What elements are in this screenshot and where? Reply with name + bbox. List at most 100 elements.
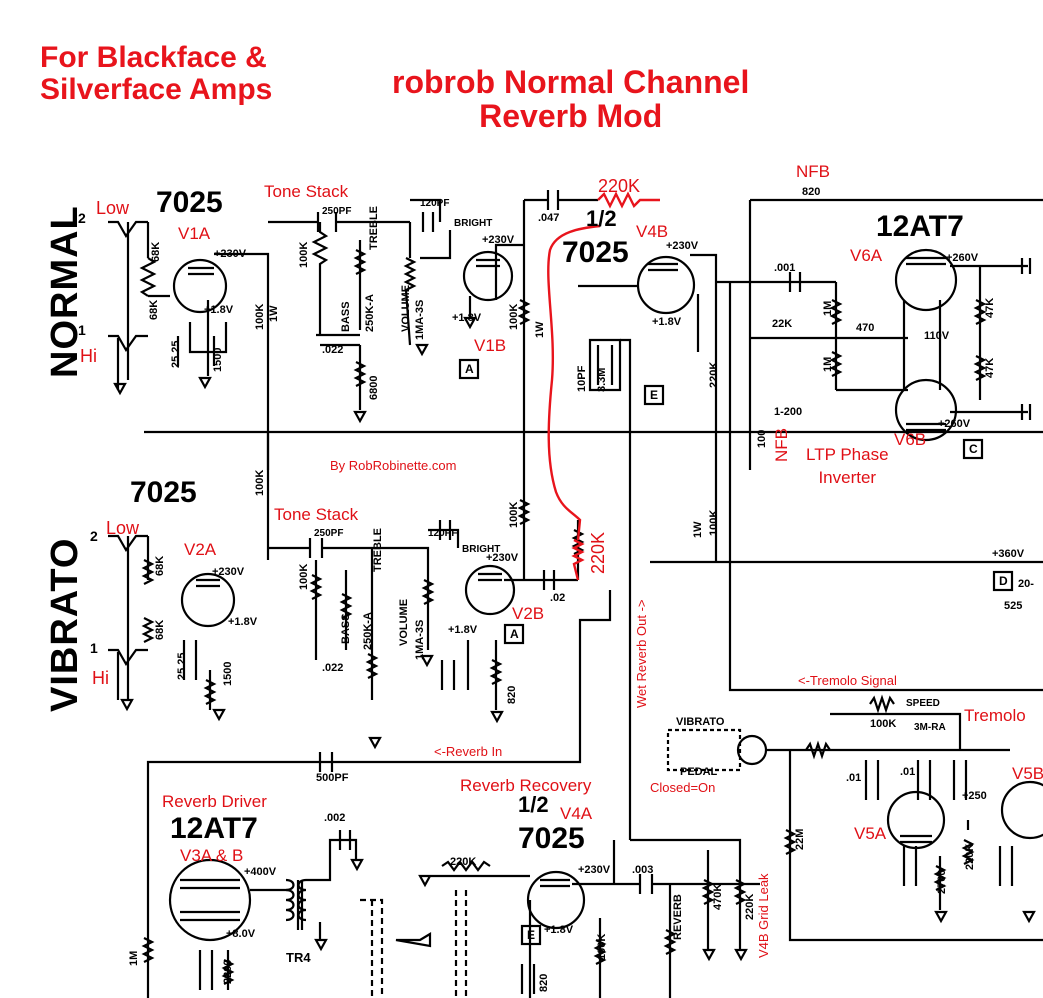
res-22m: 22M	[794, 828, 806, 850]
v3-cathode-voltage: +8.0V	[226, 928, 256, 940]
title-amps-line-2: Silverface Amps	[40, 72, 273, 106]
label-vibrato-pedal: VIBRATO	[676, 716, 725, 728]
pot-1ma-normal: 1MA-3S	[414, 299, 426, 340]
v2a-plate-voltage: +230V	[212, 566, 245, 578]
res-68k-n1: 68K	[150, 241, 162, 262]
label-ltp-line-2: Inverter	[818, 467, 877, 487]
v1a-cathode-voltage: +1.8V	[204, 304, 234, 316]
input-2-normal: 2	[78, 210, 86, 226]
rail-360v: +360V	[992, 548, 1025, 560]
label-tremolo: Tremolo	[964, 706, 1026, 725]
res-100k-trem: 100K	[870, 718, 897, 730]
res-820-v2b: 820	[506, 685, 518, 704]
res-22k: 22K	[772, 318, 793, 330]
res-820: 820	[802, 186, 821, 198]
label-v6b: V6B	[894, 430, 927, 449]
cap-022-vibrato: .022	[322, 662, 344, 674]
res-470: 470	[856, 322, 875, 334]
label-tone-stack-normal: Tone Stack	[264, 182, 349, 201]
res-1500-normal: 1500	[212, 347, 224, 372]
label-v4b: V4B	[636, 222, 669, 241]
pot-250k-normal: 250K-A	[364, 294, 376, 332]
label-speed-pot: 3M-RA	[914, 722, 946, 733]
res-1w-c: 1W	[692, 521, 704, 539]
label-v5b: V5B	[1012, 764, 1043, 783]
v6-cathode-voltage: 110V	[924, 330, 950, 342]
res-3-3m: 3.3M	[596, 367, 608, 392]
pot-treble-normal: TREBLE	[368, 206, 380, 250]
label-low-vibrato: Low	[106, 518, 140, 538]
channel-vibrato-label: VIBRATO	[44, 537, 86, 713]
label-wet-reverb-out: Wet Reverb Out ->	[634, 599, 649, 709]
label-ltp-line-1: LTP Phase	[806, 445, 889, 464]
res-100k-v1a: 100K	[254, 303, 266, 330]
label-ltp: LTP Phase Inverter	[806, 444, 889, 490]
label-low-normal: Low	[96, 198, 130, 218]
res-100k-v4a: 100K	[596, 933, 608, 960]
pot-reverb: REVERB	[672, 894, 684, 940]
title-mod: robrob Normal Channel Reverb Mod	[392, 65, 749, 134]
input-2-vibrato: 2	[90, 528, 98, 544]
cap-25-25-n: 25 25	[170, 340, 182, 368]
res-100k-tone-v: 100K	[298, 563, 310, 590]
cap-003: .003	[632, 864, 654, 876]
res-2200: 2200	[222, 959, 234, 984]
res-1w-a: 1W	[268, 305, 280, 323]
cap-002: .002	[324, 812, 346, 824]
res-47k-b: 47K	[984, 357, 996, 378]
v1a-plate-voltage: +230V	[214, 248, 247, 260]
res-820-v4a: 820	[538, 973, 550, 992]
tube-half-v4b: 1/2	[586, 206, 617, 231]
label-d-tail: 20-	[1018, 578, 1034, 590]
res-47k-a: 47K	[984, 297, 996, 318]
cap-02: .02	[550, 592, 566, 604]
label-closed-on: Closed=On	[650, 780, 716, 795]
pot-bass-normal: BASS	[340, 301, 352, 332]
cap-500pf: 500PF	[316, 772, 349, 784]
title-mod-line-2: Reverb Mod	[479, 97, 663, 134]
pot-1ma-vibrato: 1MA-3S	[414, 619, 426, 660]
res-nfb-range: 1-200	[774, 406, 803, 418]
v5-voltage: +250	[962, 790, 987, 802]
v2a-cathode-voltage: +1.8V	[228, 616, 258, 628]
title-amps-line-1: For Blackface &	[40, 41, 267, 74]
node-a-v1b: A	[465, 362, 474, 376]
tube-type-v2: 7025	[130, 476, 197, 509]
v6b-plate-voltage: +260V	[938, 418, 971, 430]
label-v2a: V2A	[184, 540, 217, 559]
v4a-plate-voltage: +230V	[578, 864, 611, 876]
res-220k-pi: 220K	[708, 361, 720, 388]
label-hi-vibrato: Hi	[92, 668, 109, 688]
v2b-cathode-voltage: +1.8V	[448, 624, 478, 636]
res-100k-mid: 100K	[254, 469, 266, 496]
label-tremolo-signal: <-Tremolo Signal	[798, 673, 897, 688]
node-d: D	[999, 574, 1008, 588]
res-100k-v2b: 100K	[508, 501, 520, 528]
cap-250pf-normal: 250PF	[322, 206, 352, 217]
res-68k-v2: 68K	[154, 619, 166, 640]
title-amps: For Blackface & Silverface Amps	[40, 42, 272, 105]
label-v2b: V2B	[512, 604, 545, 623]
label-pedal: PEDAL	[680, 766, 718, 778]
label-v3ab: V3A & B	[180, 846, 244, 865]
cap-120pf-normal: 120PF	[420, 198, 450, 209]
label-nfb-side: NFB	[772, 428, 791, 462]
node-a-v2b: A	[510, 627, 519, 641]
label-reverb-driver: Reverb Driver	[162, 792, 267, 811]
cap-047: .047	[538, 212, 560, 224]
cap-10pf: 10PF	[576, 365, 588, 392]
res-100k-v1b: 100K	[508, 303, 520, 330]
res-6800: 6800	[368, 375, 380, 400]
label-v4a: V4A	[560, 804, 593, 823]
res-1w-b: 1W	[534, 321, 546, 339]
v4b-cathode-voltage: +1.8V	[652, 316, 682, 328]
label-d-tail-2: 525	[1004, 600, 1023, 612]
v6a-plate-voltage: +260V	[946, 252, 979, 264]
res-68k-v1: 68K	[154, 555, 166, 576]
v3-plate-voltage: +400V	[244, 866, 277, 878]
pot-volume-vibrato: VOLUME	[398, 598, 410, 646]
label-v4b-grid-leak: V4B Grid Leak	[756, 873, 771, 958]
tube-type-v3: 12AT7	[170, 812, 258, 845]
res-1m-v3: 1M	[128, 950, 140, 966]
